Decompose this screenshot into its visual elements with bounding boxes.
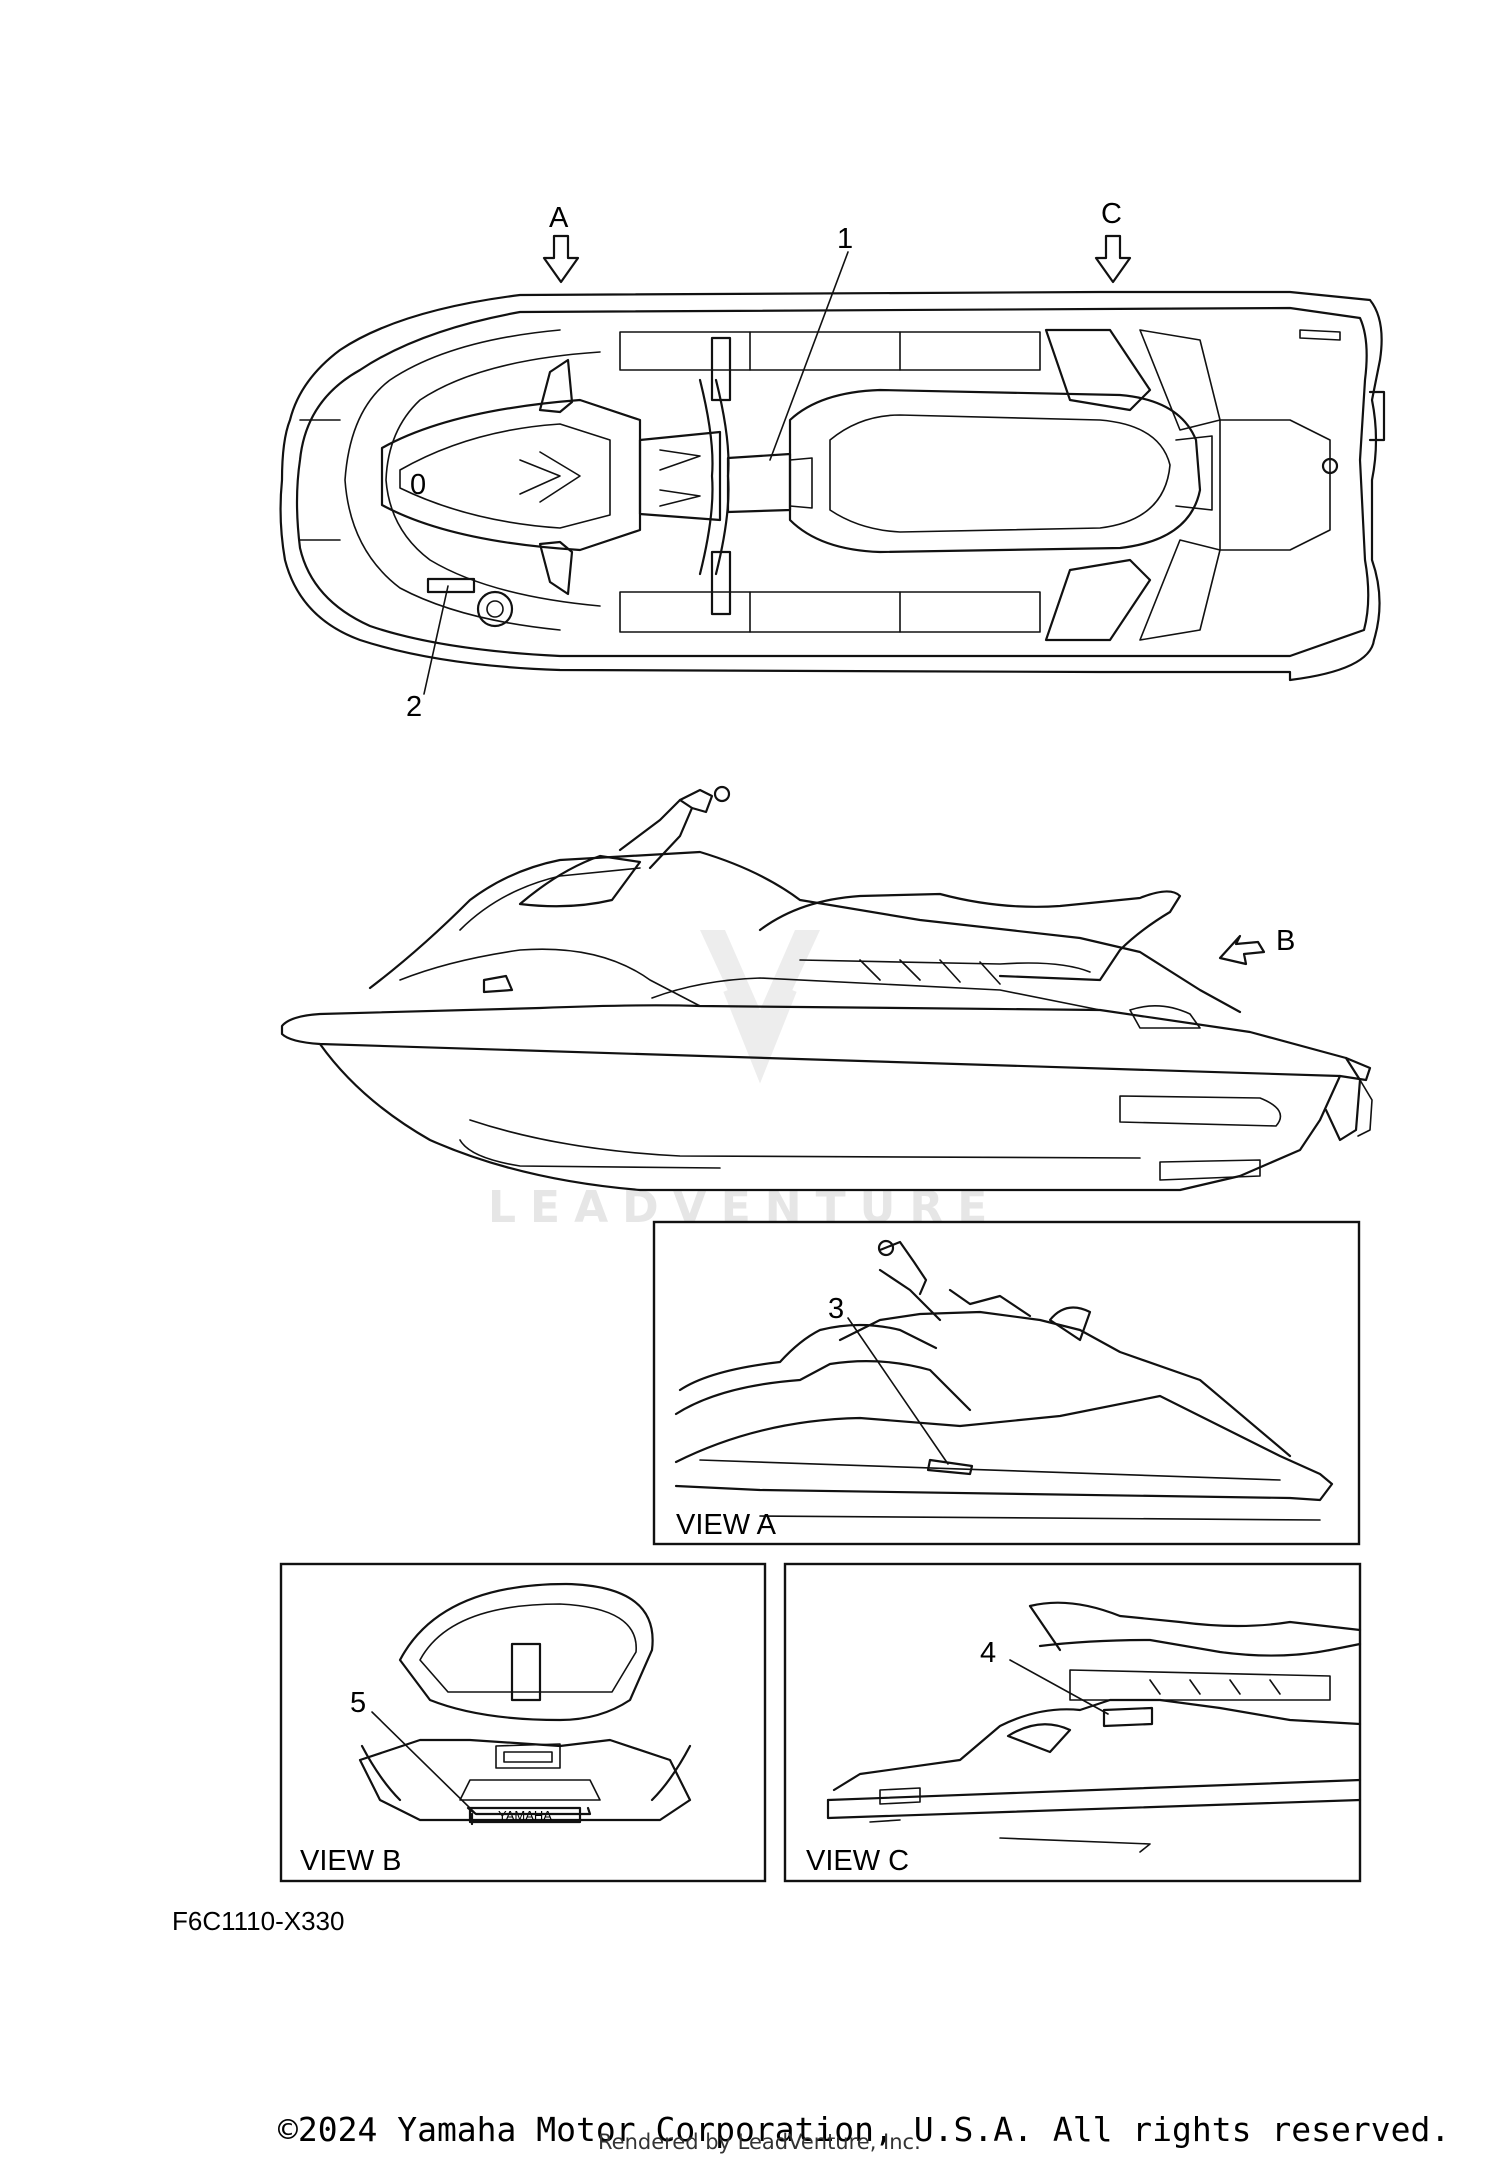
top-view: 1 2 0 A C [279,198,1386,723]
watermark-logo: LEADVENTURE [488,930,987,1233]
yamaha-plate-text: YAMAHA [498,1808,552,1823]
view-c-panel: 4 VIEW C [783,1562,1362,1883]
callout-2-label: 2 [406,691,422,723]
view-b-panel: YAMAHA 5 VIEW B [279,1562,767,1883]
rendered-by-text: Rendered by LeadVenture, Inc. [598,2130,921,2154]
callout-1-label: 1 [837,223,853,255]
arrow-c-icon [1094,234,1132,284]
arrow-c-label: C [1101,198,1122,230]
view-b-label: VIEW B [300,1845,402,1877]
view-c-label: VIEW C [806,1845,909,1877]
callout-5-label: 5 [350,1687,366,1719]
arrow-a-icon [542,234,580,284]
view-a-label: VIEW A [676,1509,777,1541]
arrow-b-label: B [1276,925,1295,957]
diagram-code: F6C1110-X330 [172,1906,345,1936]
callout-3-label: 3 [828,1293,844,1325]
arrow-b-icon [1218,934,1266,966]
view-a-panel: 3 VIEW A [652,1220,1361,1546]
callout-0-label: 0 [410,469,426,501]
callout-4-label: 4 [980,1637,996,1669]
arrow-a-label: A [549,202,569,234]
side-view: B [280,785,1373,1192]
copyright-notice: ©2024 Yamaha Motor Corporation, U.S.A. A… [278,2110,1451,2149]
